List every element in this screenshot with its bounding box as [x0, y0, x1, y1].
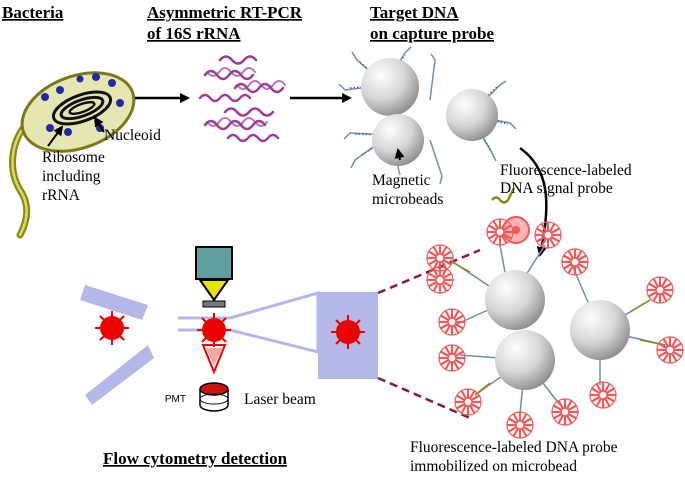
pmt-icon	[199, 382, 229, 412]
ribosome-pointer	[47, 125, 64, 147]
fluor-probe-13	[426, 266, 454, 294]
label-signal-probe-line1: Fluorescence-labeled	[500, 162, 632, 179]
capture-beads	[338, 46, 517, 185]
fluor-probe-6	[656, 336, 684, 364]
label-immobilized-line2: immobilized on microbead	[410, 458, 577, 475]
ribosome-dots	[41, 73, 124, 136]
bead-1	[361, 58, 419, 116]
zoom-line-bottom	[377, 376, 471, 420]
detector-window	[202, 300, 226, 308]
fluor-probe-10	[506, 411, 534, 439]
bacterium	[9, 71, 136, 239]
heading-target-dna-line1: Target DNA	[370, 3, 459, 22]
complex-bead-3	[495, 330, 555, 390]
heading-bacteria: Bacteria	[2, 3, 64, 22]
complex-bead-2	[570, 300, 630, 360]
label-laser-beam: Laser beam	[244, 391, 316, 408]
sheath-inlet-top	[80, 285, 148, 320]
fluor-probe-2	[486, 218, 514, 246]
bead-2	[372, 114, 424, 166]
heading-flow-cytometry: Flow cytometry detection	[103, 449, 288, 468]
particle-center	[197, 313, 231, 347]
fluor-probe-11	[551, 398, 579, 426]
flagellum-highlight	[11, 118, 32, 237]
flow-channel	[178, 291, 320, 354]
heading-asymmetric-rt-pcr-line1: Asymmetric RT-PCR	[147, 3, 303, 22]
detection-complex	[449, 244, 666, 416]
label-ribosome-line1: Ribosome	[42, 149, 105, 166]
label-ribosome-line2: including	[42, 168, 101, 185]
label-ribosome-line3: rRNA	[42, 187, 81, 204]
sheath-inlet-bottom	[85, 345, 154, 405]
label-nucleoid: Nucleoid	[104, 127, 161, 144]
fluor-probe-12	[438, 344, 466, 372]
zoom-line-top	[377, 248, 481, 295]
label-pmt: PMT	[165, 394, 186, 405]
particle-chamber	[331, 315, 365, 349]
bead-3	[446, 89, 498, 141]
fluor-probe-3	[534, 221, 562, 249]
complex-bead-1	[485, 270, 545, 330]
nucleoid-icon	[51, 90, 113, 126]
heading-target-dna-line2: on capture probe	[370, 24, 495, 43]
detector-cone	[198, 279, 230, 302]
magnetic-pointer	[394, 148, 405, 161]
label-magnetic-line2: microbeads	[372, 191, 443, 208]
particle-left	[95, 311, 129, 345]
laser-beam-fill	[206, 348, 222, 366]
label-magnetic-line1: Magnetic	[372, 172, 431, 189]
fluor-probe-8	[561, 248, 589, 276]
fluor-probe-9	[454, 388, 482, 416]
rna-strands	[198, 55, 286, 143]
heading-asymmetric-rt-pcr-line2: of 16S rRNA	[147, 24, 241, 43]
fluor-probe-4	[438, 308, 466, 336]
fluor-probe-7	[589, 381, 617, 409]
flow-cytometer	[80, 246, 378, 412]
nucleoid-pointer	[93, 116, 105, 133]
fluorescent-probes	[426, 218, 684, 439]
detector-head	[195, 246, 233, 280]
label-immobilized-line1: Fluorescence-labeled DNA probe	[410, 439, 618, 456]
label-signal-probe-line2: DNA signal probe	[500, 180, 613, 197]
fluor-probe-5	[646, 276, 674, 304]
